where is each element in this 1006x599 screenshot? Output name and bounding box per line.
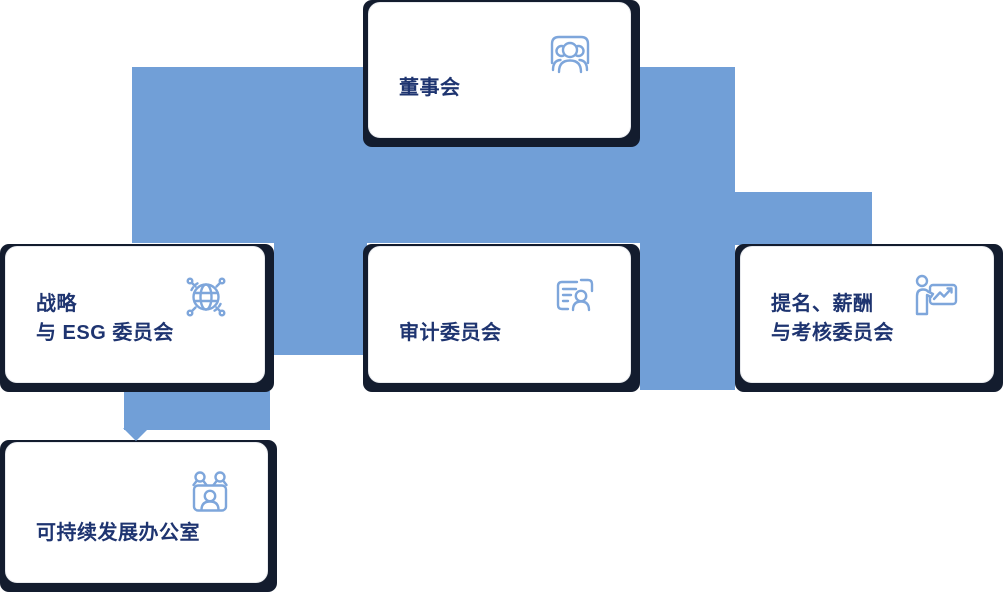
org-node-nomination: 提名、薪酬 与考核委员会 xyxy=(735,244,1003,392)
label-line-1: 战略 xyxy=(36,293,77,315)
label-line-1: 董事会 xyxy=(399,77,461,99)
card-surface: 董事会 xyxy=(368,2,631,138)
label-line-2: 与考核委员会 xyxy=(771,322,894,344)
card-surface: 可持续发展办公室 xyxy=(5,442,268,583)
card-surface: 战略 与 ESG 委员会 xyxy=(5,246,265,383)
card-surface: 审计委员会 xyxy=(368,246,631,383)
node-label: 战略 与 ESG 委员会 xyxy=(36,290,174,348)
connector-right-arm xyxy=(735,192,872,245)
meeting-people-icon xyxy=(544,29,596,75)
node-label: 可持续发展办公室 xyxy=(36,519,200,548)
label-line-1: 可持续发展办公室 xyxy=(36,522,200,544)
org-node-sustainability-office: 可持续发展办公室 xyxy=(0,440,277,592)
org-node-strategy-esg: 战略 与 ESG 委员会 xyxy=(0,244,274,392)
connector-right-stem xyxy=(640,67,735,390)
connector-down-arrow xyxy=(123,428,149,441)
label-line-2: 与 ESG 委员会 xyxy=(36,322,174,344)
org-node-audit: 审计委员会 xyxy=(363,244,640,392)
card-surface: 提名、薪酬 与考核委员会 xyxy=(740,246,994,383)
label-line-1: 审计委员会 xyxy=(399,322,502,344)
connector-left-stem xyxy=(274,243,367,355)
connector-office-bar xyxy=(124,391,270,430)
node-label: 提名、薪酬 与考核委员会 xyxy=(771,290,894,348)
id-card-person-icon xyxy=(550,273,596,315)
node-label: 审计委员会 xyxy=(399,319,502,348)
network-globe-icon xyxy=(182,273,230,321)
node-label: 董事会 xyxy=(399,74,461,103)
team-board-icon xyxy=(187,469,233,513)
presenter-chart-icon xyxy=(911,273,959,317)
org-node-board: 董事会 xyxy=(363,0,640,147)
label-line-1: 提名、薪酬 xyxy=(771,293,874,315)
